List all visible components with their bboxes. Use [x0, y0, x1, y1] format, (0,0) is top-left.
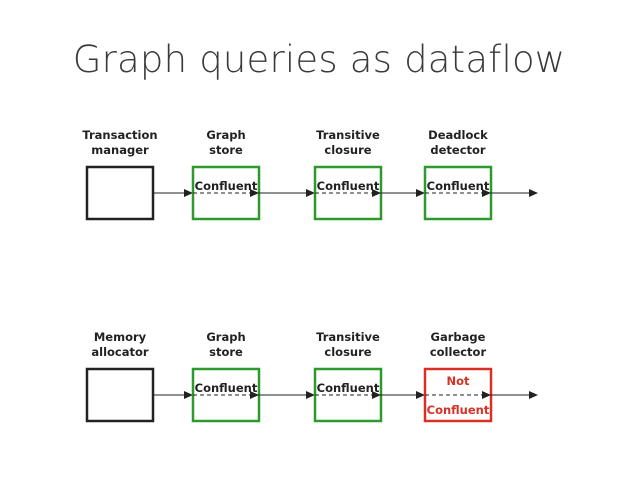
component-label: manager: [91, 143, 149, 157]
component-label: Deadlock: [428, 128, 488, 142]
confluence-text: Confluent: [427, 403, 490, 417]
component-label: Graph: [206, 330, 245, 344]
component-label: closure: [324, 143, 371, 157]
component-label: Transitive: [316, 330, 380, 344]
component-label: Memory: [94, 330, 147, 344]
component-label: store: [209, 345, 243, 359]
confluence-text: Confluent: [427, 179, 490, 193]
confluence-text: Confluent: [195, 179, 258, 193]
component-label: Transitive: [316, 128, 380, 142]
component-label: Graph: [206, 128, 245, 142]
confluence-text: Confluent: [195, 381, 258, 395]
component-box: [85, 165, 155, 221]
component-label: Garbage: [431, 330, 486, 344]
component-label: collector: [430, 345, 487, 359]
flow-arrowhead: [250, 189, 259, 197]
slide-title: Graph queries as dataflow: [72, 38, 566, 81]
component-label: store: [209, 143, 243, 157]
flow-arrowhead: [482, 189, 491, 197]
flow-arrowhead: [250, 391, 259, 399]
component-label: closure: [324, 345, 371, 359]
flow-arrowhead: [372, 391, 381, 399]
confluence-text: Confluent: [317, 381, 380, 395]
flow-arrowhead: [482, 391, 491, 399]
component-label: Transaction: [82, 128, 157, 142]
confluence-text: Not: [446, 374, 470, 388]
confluence-text: Confluent: [317, 179, 380, 193]
component-box: [85, 367, 155, 423]
flow-arrowhead: [372, 189, 381, 197]
component-label: allocator: [91, 345, 149, 359]
component-label: detector: [430, 143, 486, 157]
